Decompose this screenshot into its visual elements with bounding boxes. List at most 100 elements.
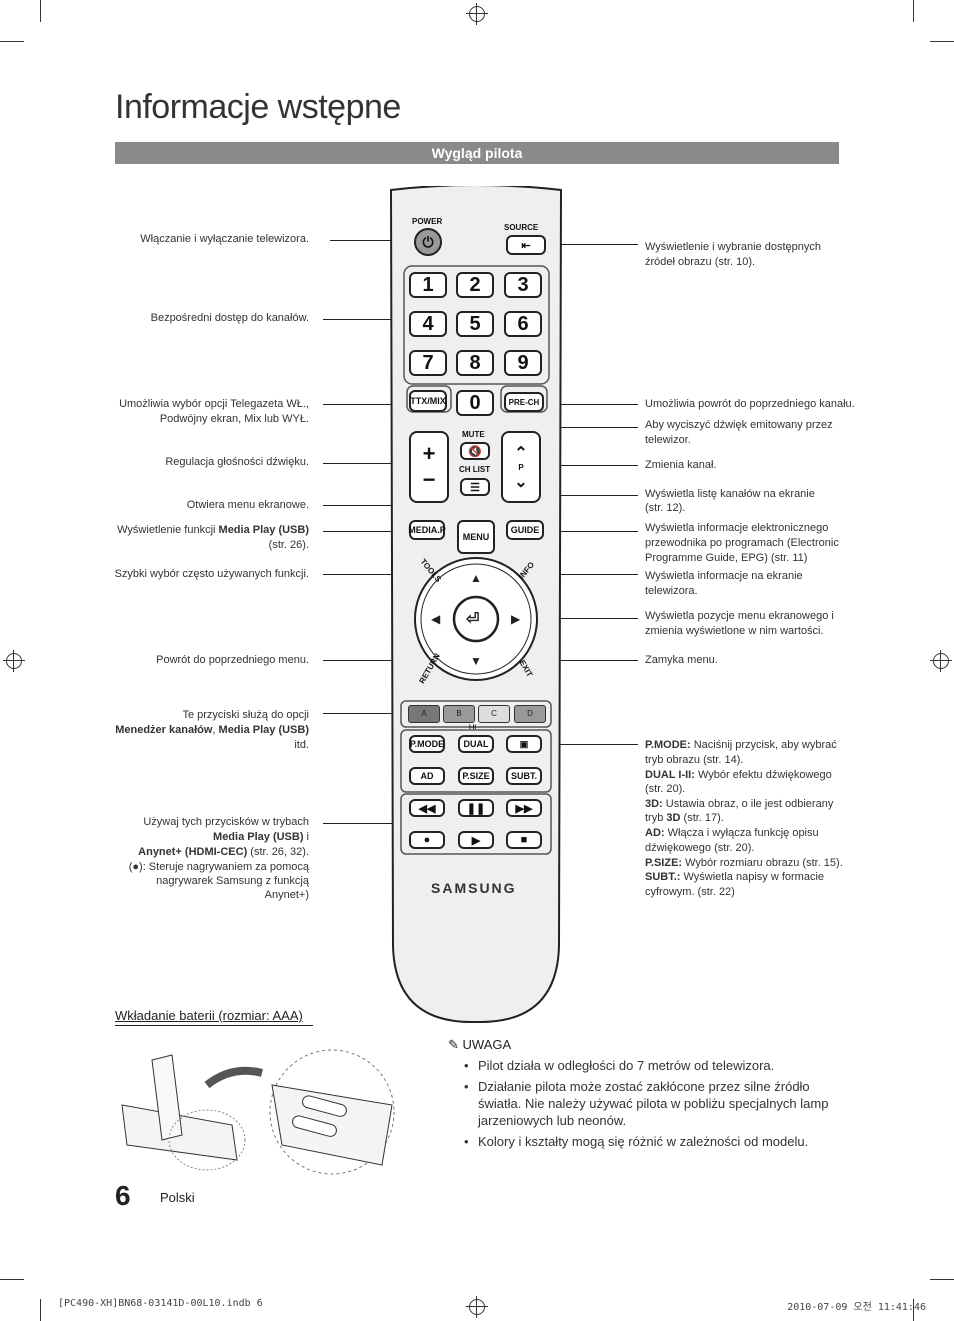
crop-mark [930,1279,954,1280]
battery-illustration [121,1049,395,1175]
label-ad: AD: Włącza i wyłącza funkcję opisu [645,827,819,839]
label-play-line4: (●): Steruje nagrywaniem za pomocą [128,861,309,873]
play-button[interactable]: ▶ [458,831,494,849]
digit-3-button[interactable]: 3 [504,272,542,298]
nav-down-icon[interactable]: ▼ [470,654,482,668]
digit-4-button[interactable]: 4 [409,311,447,337]
power-icon: ⏻ [422,233,434,250]
ttx-mix-button[interactable]: TTX/MIX [409,390,447,412]
digit-1-button[interactable]: 1 [409,272,447,298]
chlist-button[interactable]: ☰ [460,478,490,496]
leader-line [552,744,638,745]
leader-line [323,463,408,464]
mute-button[interactable]: 🔇 [460,442,490,460]
label-3d-line2: tryb 3D (str. 17). [645,812,724,824]
digit-8-button[interactable]: 8 [456,350,494,376]
power-label: POWER [412,217,443,226]
color-a-button[interactable]: A [408,705,440,723]
subt-button[interactable]: SUBT. [506,767,542,785]
crop-mark [0,41,24,42]
source-button[interactable]: ⇤ [506,235,546,255]
label-subt-line2: cyfrowym. (str. 22) [645,886,735,898]
leader-line [323,574,408,575]
rewind-button[interactable]: ◀◀ [409,799,445,817]
record-button[interactable]: ● [409,831,445,849]
label-nav-line2: zmienia wyświetlone w nim wartości. [645,625,824,637]
crop-mark [913,0,914,22]
guide-button[interactable]: GUIDE [506,520,544,540]
digit-0-button[interactable]: 0 [456,390,494,416]
label-info-line2: telewizora. [645,585,698,597]
label-ttx-line1: Umożliwia wybór opcji Telegazeta WŁ., [119,398,309,410]
p-size-button[interactable]: P.SIZE [458,767,494,785]
ad-button[interactable]: AD [409,767,445,785]
digit-7-button[interactable]: 7 [409,350,447,376]
fast-forward-icon: ▶▶ [515,802,533,815]
crop-mark [40,1299,41,1321]
crop-mark [913,1299,914,1321]
chevron-down-icon: ⌄ [514,473,528,491]
label-guide-line3: Programme Guide, EPG) (str. 11) [645,552,808,564]
label-color-line1: Te przyciski służą do opcji [182,709,309,721]
leader-line [323,660,408,661]
power-button[interactable]: ⏻ [414,228,442,256]
leader-line [546,531,638,532]
page-number: 6 [115,1180,131,1211]
fast-forward-button[interactable]: ▶▶ [506,799,542,817]
leader-line [548,574,638,575]
media-p-button[interactable]: MEDIA.P [408,520,446,540]
enter-button[interactable]: ⏎ [466,609,479,629]
registration-mark-icon [930,650,952,672]
label-play-line3: Anynet+ (HDMI-CEC) (str. 26, 32). [138,846,309,858]
crop-mark [0,1279,24,1280]
rewind-icon: ◀◀ [418,802,436,815]
label-direct-access: Bezpośredni dostęp do kanałów. [150,312,309,324]
note-list: Pilot działa w odległości do 7 metrów od… [462,1057,842,1154]
p-mode-button[interactable]: P.MODE [409,735,445,753]
leader-line [538,618,638,619]
nav-right-icon[interactable]: ▶ [511,612,521,626]
page-title: Informacje wstępne [115,88,401,126]
pre-ch-button[interactable]: PRE-CH [504,392,544,412]
pause-button[interactable]: ❚❚ [458,799,494,817]
label-dual-line2: (str. 20). [645,783,686,795]
volume-rocker[interactable]: +− [409,431,449,503]
leader-line [548,404,638,405]
3d-button[interactable]: ▣ [506,735,542,753]
label-chlist-line1: Wyświetla listę kanałów na ekranie [645,488,815,500]
leader-line [323,319,406,320]
channel-rocker[interactable]: ⌃P⌄ [501,431,541,503]
leader-line [543,465,638,466]
label-return: Powrót do poprzedniego menu. [156,654,309,666]
menu-button[interactable]: MENU [457,520,495,554]
divider [115,1025,313,1026]
color-c-button[interactable]: C [478,705,510,723]
label-channel: Zmienia kanał. [645,459,717,471]
leader-line [323,823,403,824]
page-language: Polski [160,1190,195,1205]
label-play-line5: nagrywarek Samsung z funkcją [156,875,309,887]
label-power: Włączanie i wyłączanie telewizora. [140,233,309,245]
label-ttx-line2: Podwójny ekran, Mix lub WYŁ. [159,413,309,425]
digit-2-button[interactable]: 2 [456,272,494,298]
nav-up-icon[interactable]: ▲ [470,571,482,585]
mute-label: MUTE [462,430,485,439]
remote-control: POWER ⏻ SOURCE ⇤ 1 2 3 4 5 6 7 8 9 TTX/M… [387,186,565,1024]
label-chlist-line2: (str. 12). [645,502,686,514]
label-mute-line2: telewizor. [645,434,691,446]
color-b-button[interactable]: B [443,705,475,723]
digit-5-button[interactable]: 5 [456,311,494,337]
label-mediap-line2: (str. 26). [268,539,309,551]
nav-left-icon[interactable]: ◀ [431,612,441,626]
digit-9-button[interactable]: 9 [504,350,542,376]
color-d-button[interactable]: D [514,705,546,723]
crop-mark [40,0,41,22]
label-color-line3: itd. [294,739,309,751]
stop-button[interactable]: ■ [506,831,542,849]
chlist-label: CH LIST [459,465,491,474]
leader-line [323,531,408,532]
label-source-line2: źródeł obrazu (str. 10). [645,256,756,268]
label-ad-line2: dźwiękowego (str. 20). [645,842,755,854]
digit-6-button[interactable]: 6 [504,311,542,337]
dual-button[interactable]: DUAL [458,735,494,753]
